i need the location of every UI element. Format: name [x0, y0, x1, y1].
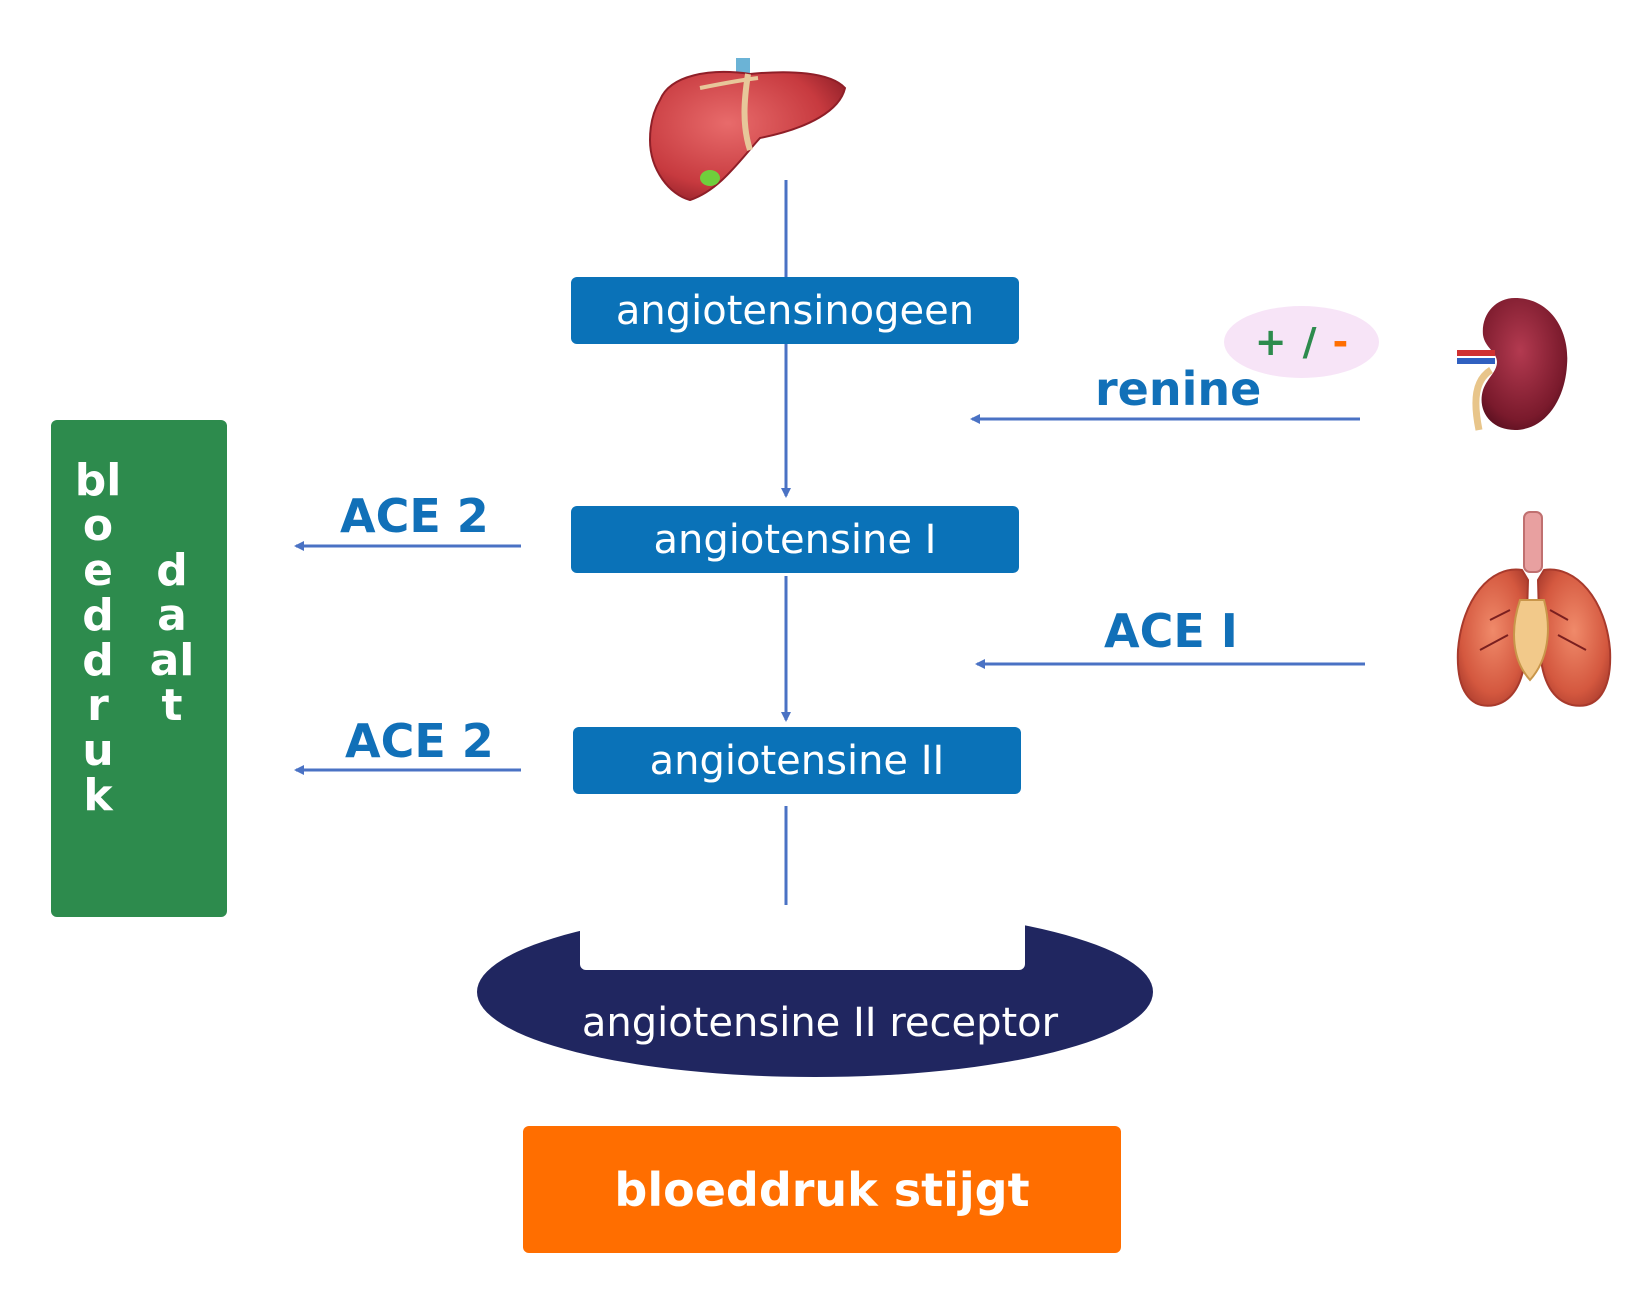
- ace2-bottom-label: ACE 2: [345, 714, 494, 768]
- bloodpressure-rises-box: bloeddruk stijgt: [523, 1126, 1121, 1253]
- angiotensinogen-label: angiotensinogeen: [615, 287, 975, 334]
- slash-sign: /: [1302, 320, 1317, 364]
- angiotensinogen-box: angiotensinogeen: [571, 277, 1019, 344]
- minus-sign: -: [1332, 320, 1349, 364]
- liver-icon: [648, 58, 847, 202]
- ace2-top-label: ACE 2: [340, 489, 489, 543]
- angiotensin2-label: angiotensine II: [649, 737, 945, 784]
- bloodpressure-falls-box: bloeddruk daalt: [51, 420, 227, 917]
- falls-word: daalt: [149, 545, 195, 731]
- renin-label: renine: [1095, 362, 1262, 416]
- regulation-bubble: + / -: [1224, 306, 1379, 378]
- angiotensin1-label: angiotensine I: [653, 516, 937, 563]
- plus-sign: +: [1254, 320, 1287, 364]
- angiotensin2-box: angiotensine II: [573, 727, 1021, 794]
- kidney-icon: [1457, 298, 1568, 431]
- receptor-label: angiotensine II receptor: [581, 1000, 1059, 1046]
- bloodpressure-rises-label: bloeddruk stijgt: [614, 1162, 1030, 1217]
- ace1-label: ACE I: [1104, 604, 1238, 658]
- angiotensin1-box: angiotensine I: [571, 506, 1019, 573]
- bloodpressure-word: bloeddruk: [74, 455, 122, 821]
- lungs-icon: [1456, 511, 1612, 707]
- receptor-shape: [477, 905, 1153, 1077]
